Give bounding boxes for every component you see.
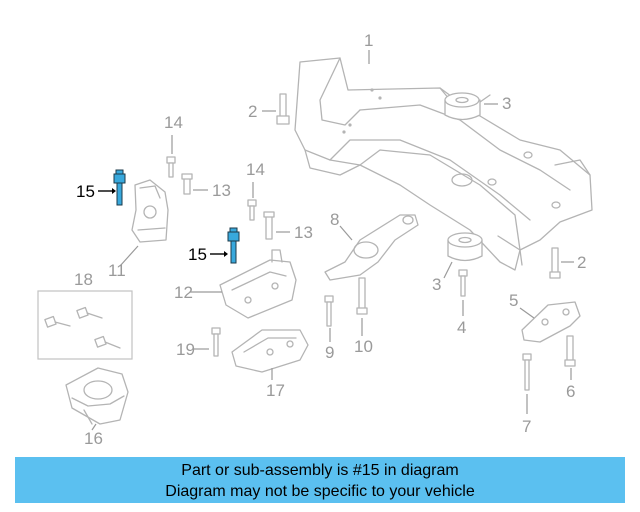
callout-1: 1	[364, 31, 373, 50]
callout-11: 11	[108, 261, 126, 280]
bolt-9	[324, 295, 334, 327]
callout-14-left: 14	[164, 113, 183, 132]
callout-16: 16	[84, 429, 103, 448]
callout-2-lower: 2	[577, 253, 586, 272]
callout-15-upper: 15	[76, 182, 95, 201]
callout-7: 7	[522, 417, 531, 436]
callout-3-upper: 3	[502, 94, 511, 113]
banner-line-1: Part or sub-assembly is #15 in diagram	[181, 462, 459, 479]
callout-6: 6	[566, 382, 575, 401]
bolt-10	[356, 277, 368, 315]
callout-15-lower: 15	[188, 245, 207, 264]
callout-19: 19	[176, 340, 195, 359]
callout-13-right: 13	[294, 223, 313, 242]
engine-mount-16	[65, 367, 129, 425]
callout-10: 10	[354, 337, 373, 356]
bolt-4	[458, 269, 468, 297]
callout-9: 9	[325, 343, 334, 362]
bolt-13-left	[181, 173, 193, 195]
subframe-crossmember	[294, 57, 593, 271]
callout-8: 8	[330, 210, 339, 229]
bolt-2-lower	[549, 247, 561, 279]
bolt-19	[211, 327, 221, 357]
bolt-14-right	[247, 199, 257, 221]
callout-12: 12	[174, 283, 193, 302]
bracket-12	[219, 249, 297, 319]
bracket-5	[521, 301, 581, 343]
bolt-15-lower	[227, 227, 240, 264]
info-banner: Part or sub-assembly is #15 in diagram D…	[15, 457, 625, 503]
bracket-17	[231, 329, 309, 373]
banner-line-2: Diagram may not be specific to your vehi…	[165, 483, 475, 500]
bolt-6	[564, 335, 576, 367]
bolt-14-left	[166, 156, 176, 178]
bolt-2-upper	[276, 93, 290, 125]
mount-bracket-11	[131, 179, 169, 243]
callout-2-upper: 2	[248, 102, 257, 121]
callout-13-left: 13	[212, 181, 231, 200]
bushing-3-lower	[447, 232, 483, 262]
callout-14-right: 14	[246, 160, 265, 179]
callout-3-lower: 3	[432, 275, 441, 294]
bolt-7	[522, 353, 532, 391]
bolt-15-upper	[113, 169, 126, 206]
callout-18: 18	[74, 270, 93, 289]
callout-4: 4	[457, 318, 466, 337]
callout-5: 5	[509, 291, 518, 310]
bolt-kit-box-18	[37, 290, 133, 360]
callout-17: 17	[266, 381, 285, 400]
torque-rod-8	[324, 214, 419, 281]
bolt-13-right	[263, 211, 275, 240]
parts-diagram: 1 2 3 14 14 13 13	[37, 31, 593, 448]
bushing-3-upper	[444, 92, 481, 121]
